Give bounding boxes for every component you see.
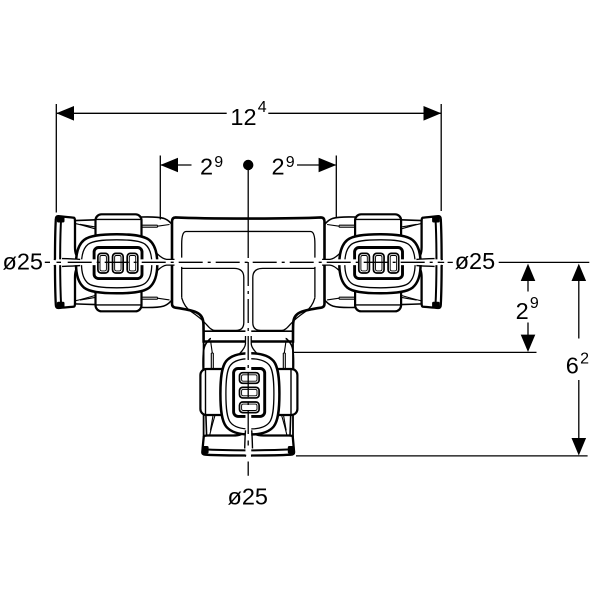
svg-text:ø25: ø25 xyxy=(228,484,269,510)
svg-text:6: 6 xyxy=(566,353,579,379)
svg-text:9: 9 xyxy=(214,154,223,171)
svg-text:12: 12 xyxy=(230,104,256,130)
svg-text:4: 4 xyxy=(258,99,267,116)
svg-text:2: 2 xyxy=(580,351,589,368)
svg-text:2: 2 xyxy=(272,154,285,180)
svg-text:9: 9 xyxy=(530,295,539,312)
svg-text:ø25: ø25 xyxy=(455,248,496,274)
svg-text:2: 2 xyxy=(200,154,213,180)
svg-text:2: 2 xyxy=(516,298,529,324)
svg-text:9: 9 xyxy=(286,154,295,171)
svg-text:ø25: ø25 xyxy=(3,249,44,275)
